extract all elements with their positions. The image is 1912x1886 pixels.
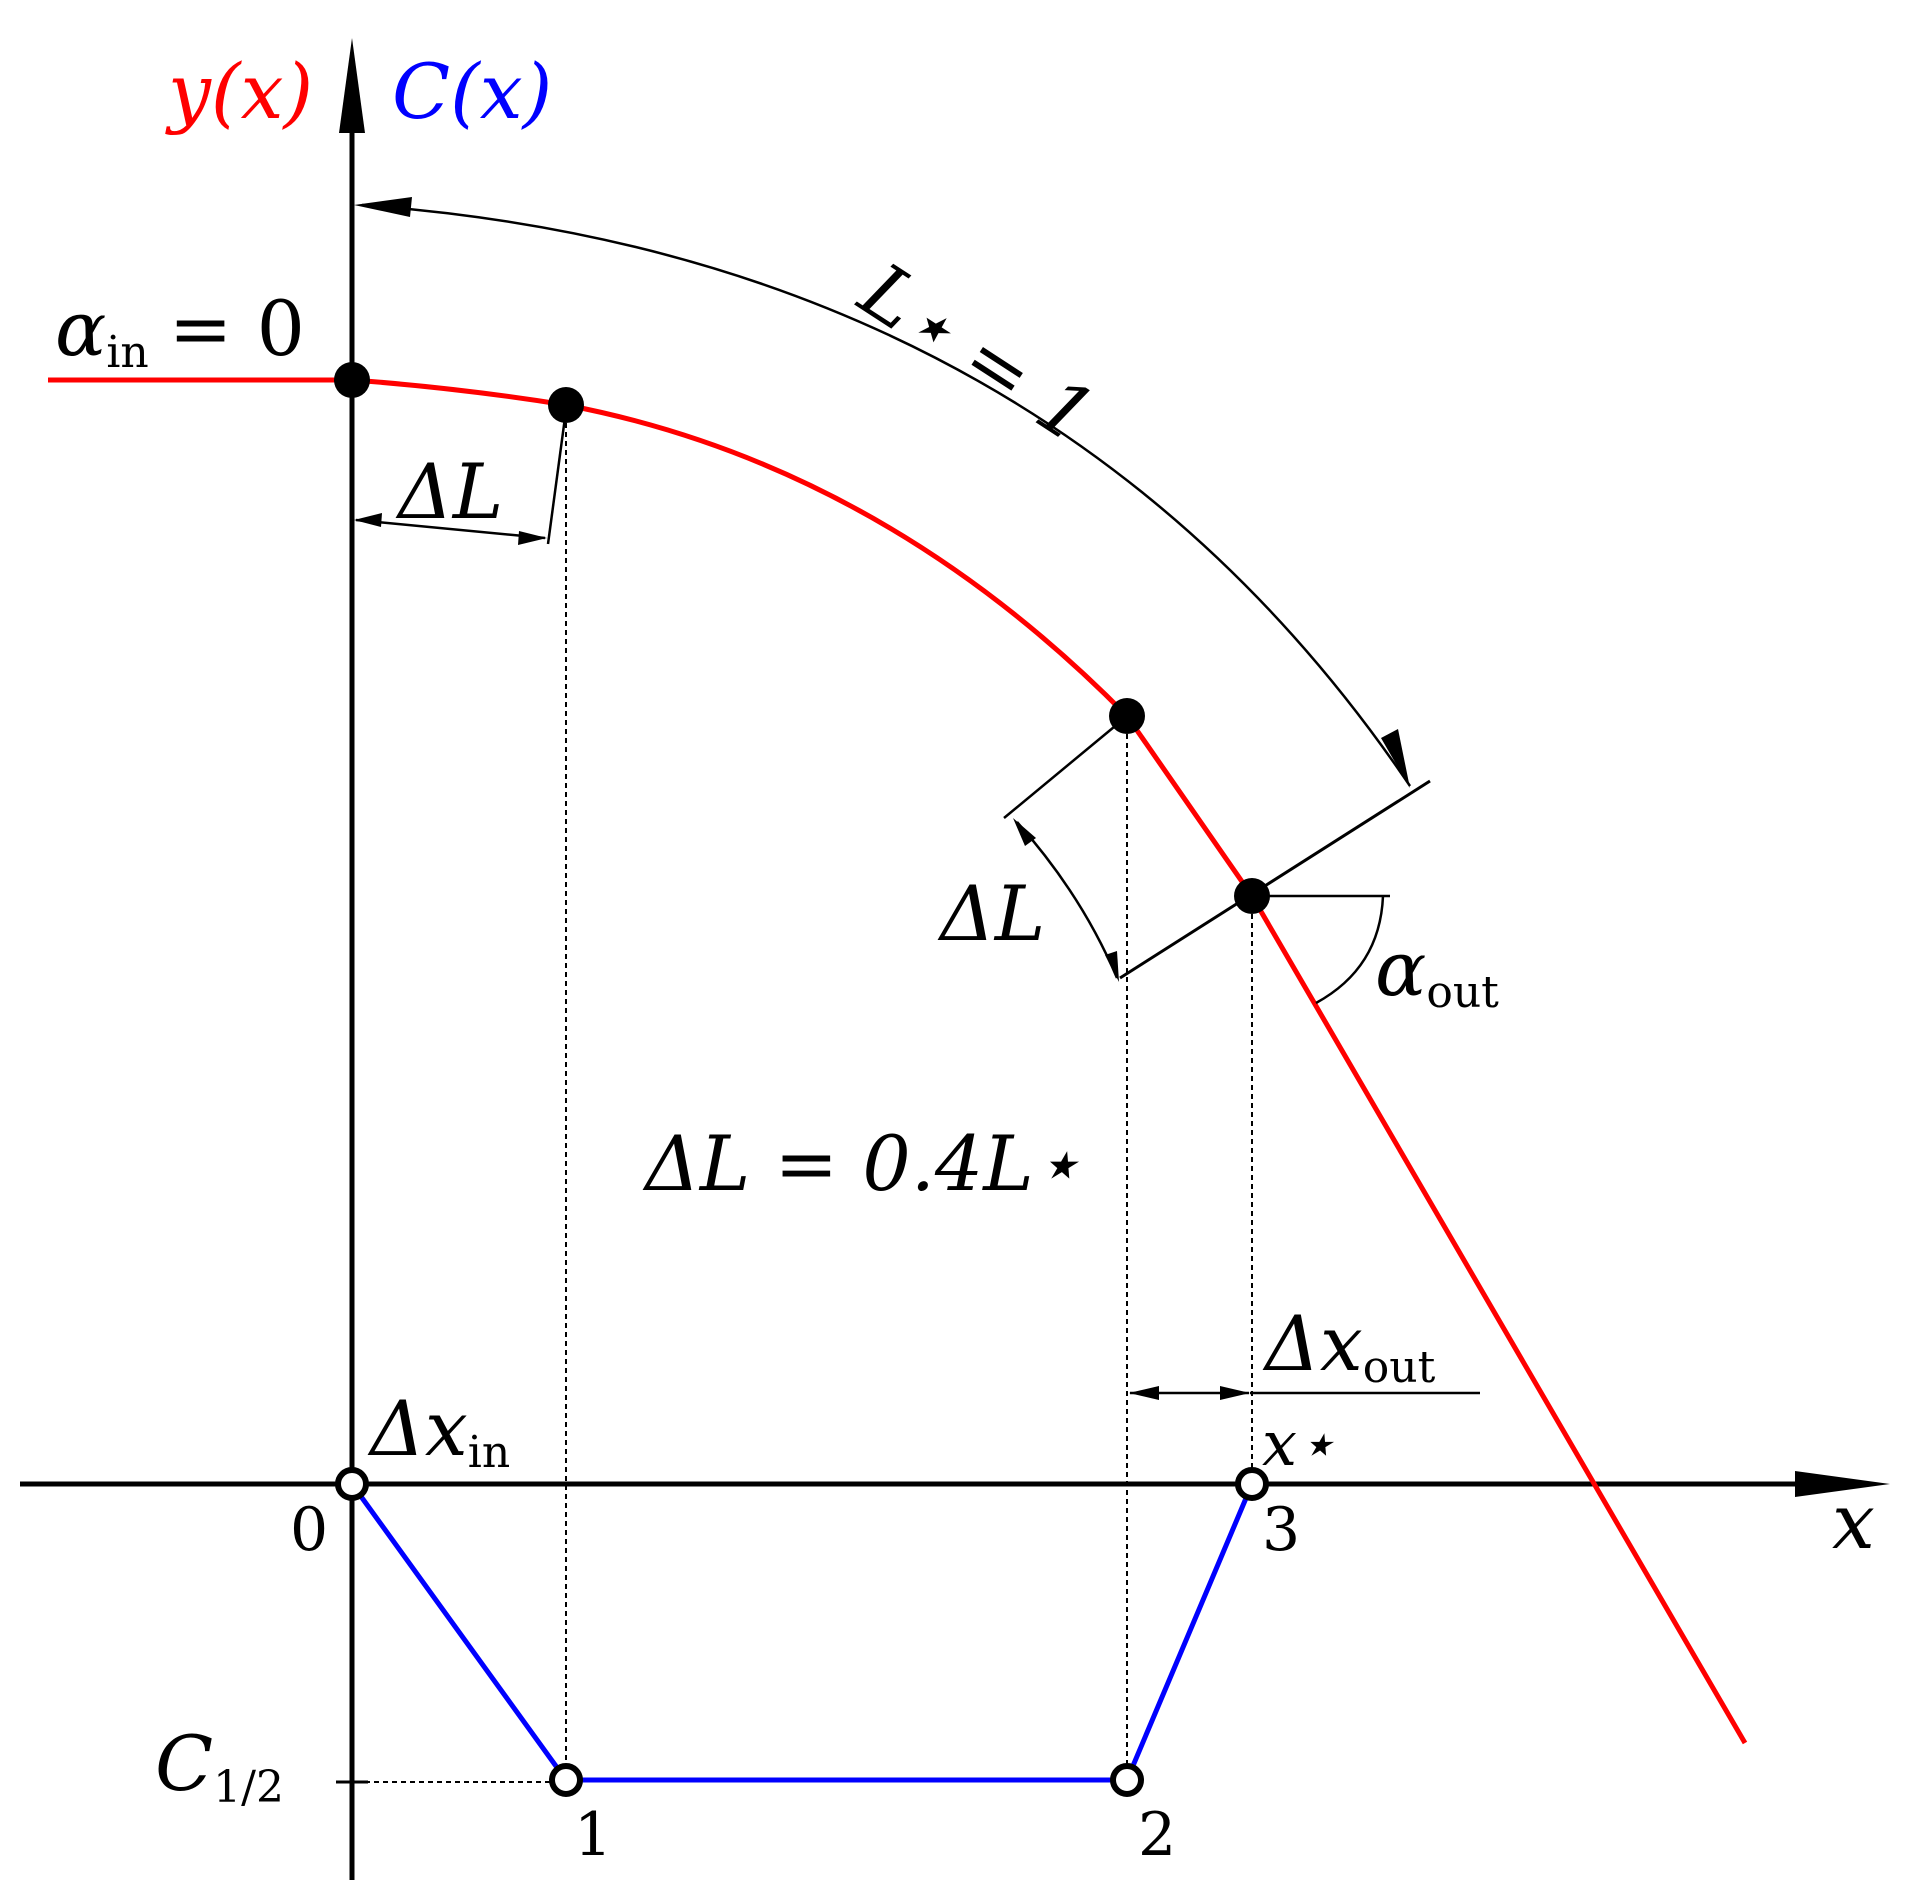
arc-length-label: L⋆ = 1 [844, 244, 1111, 460]
c-axis-label: C(x) [392, 47, 552, 136]
y-point-0 [334, 362, 370, 398]
arc-arrowhead-start [354, 197, 412, 217]
y-curve [48, 377, 1748, 1745]
mid-arrowhead-b [1105, 951, 1119, 982]
projection-lines [356, 405, 1253, 1783]
c-point-0 [335, 1467, 369, 1501]
top-bracket [546, 409, 568, 545]
c-point-2 [1110, 1763, 1144, 1797]
y-point-2 [1109, 698, 1145, 734]
y-point-1 [548, 387, 584, 423]
c-half-label: C1/2 [155, 1719, 284, 1813]
c-point-3 [1235, 1467, 1269, 1501]
delta-l-mid-label: ΔL [937, 869, 1045, 958]
x-axis-arrowhead [1795, 1471, 1890, 1497]
top-arrowhead-b [518, 531, 547, 545]
end-tick [1119, 779, 1431, 980]
y-point-3 [1234, 878, 1270, 914]
delta-l-equation: ΔL = 0.4L⋆ [642, 1119, 1081, 1208]
delta-l-top-label: ΔL [395, 447, 503, 536]
arc-length-arrow [361, 203, 1412, 787]
arc-arrowhead-end [1381, 729, 1410, 788]
c-point-1 [549, 1763, 583, 1797]
x-axis-label: x [1832, 1477, 1875, 1566]
alpha-out-arc [1315, 895, 1385, 1005]
mid-arrowhead-a [1013, 818, 1036, 846]
delta-x-out-label: Δxout [1262, 1299, 1436, 1393]
y-axis-label: y(x) [165, 47, 313, 136]
point-label-0: 0 [290, 1495, 328, 1565]
alpha-out-label: αout [1375, 924, 1499, 1018]
top-arrowhead-a [354, 513, 382, 527]
y-axis-arrowhead [339, 38, 365, 133]
delta-x-in-label: Δxin [367, 1384, 510, 1478]
point-label-3: 3 [1262, 1495, 1300, 1565]
mid-bracket-top [1003, 721, 1121, 819]
x-star-label: x⋆ [1262, 1407, 1336, 1480]
point-label-1: 1 [574, 1800, 612, 1870]
dxo-arrowhead-a [1129, 1386, 1159, 1400]
point-label-2: 2 [1138, 1800, 1176, 1870]
top-delta-l-arrow [355, 518, 546, 540]
dxo-arrowhead-b [1220, 1386, 1250, 1400]
alpha-in-label: αin= 0 [55, 284, 305, 378]
